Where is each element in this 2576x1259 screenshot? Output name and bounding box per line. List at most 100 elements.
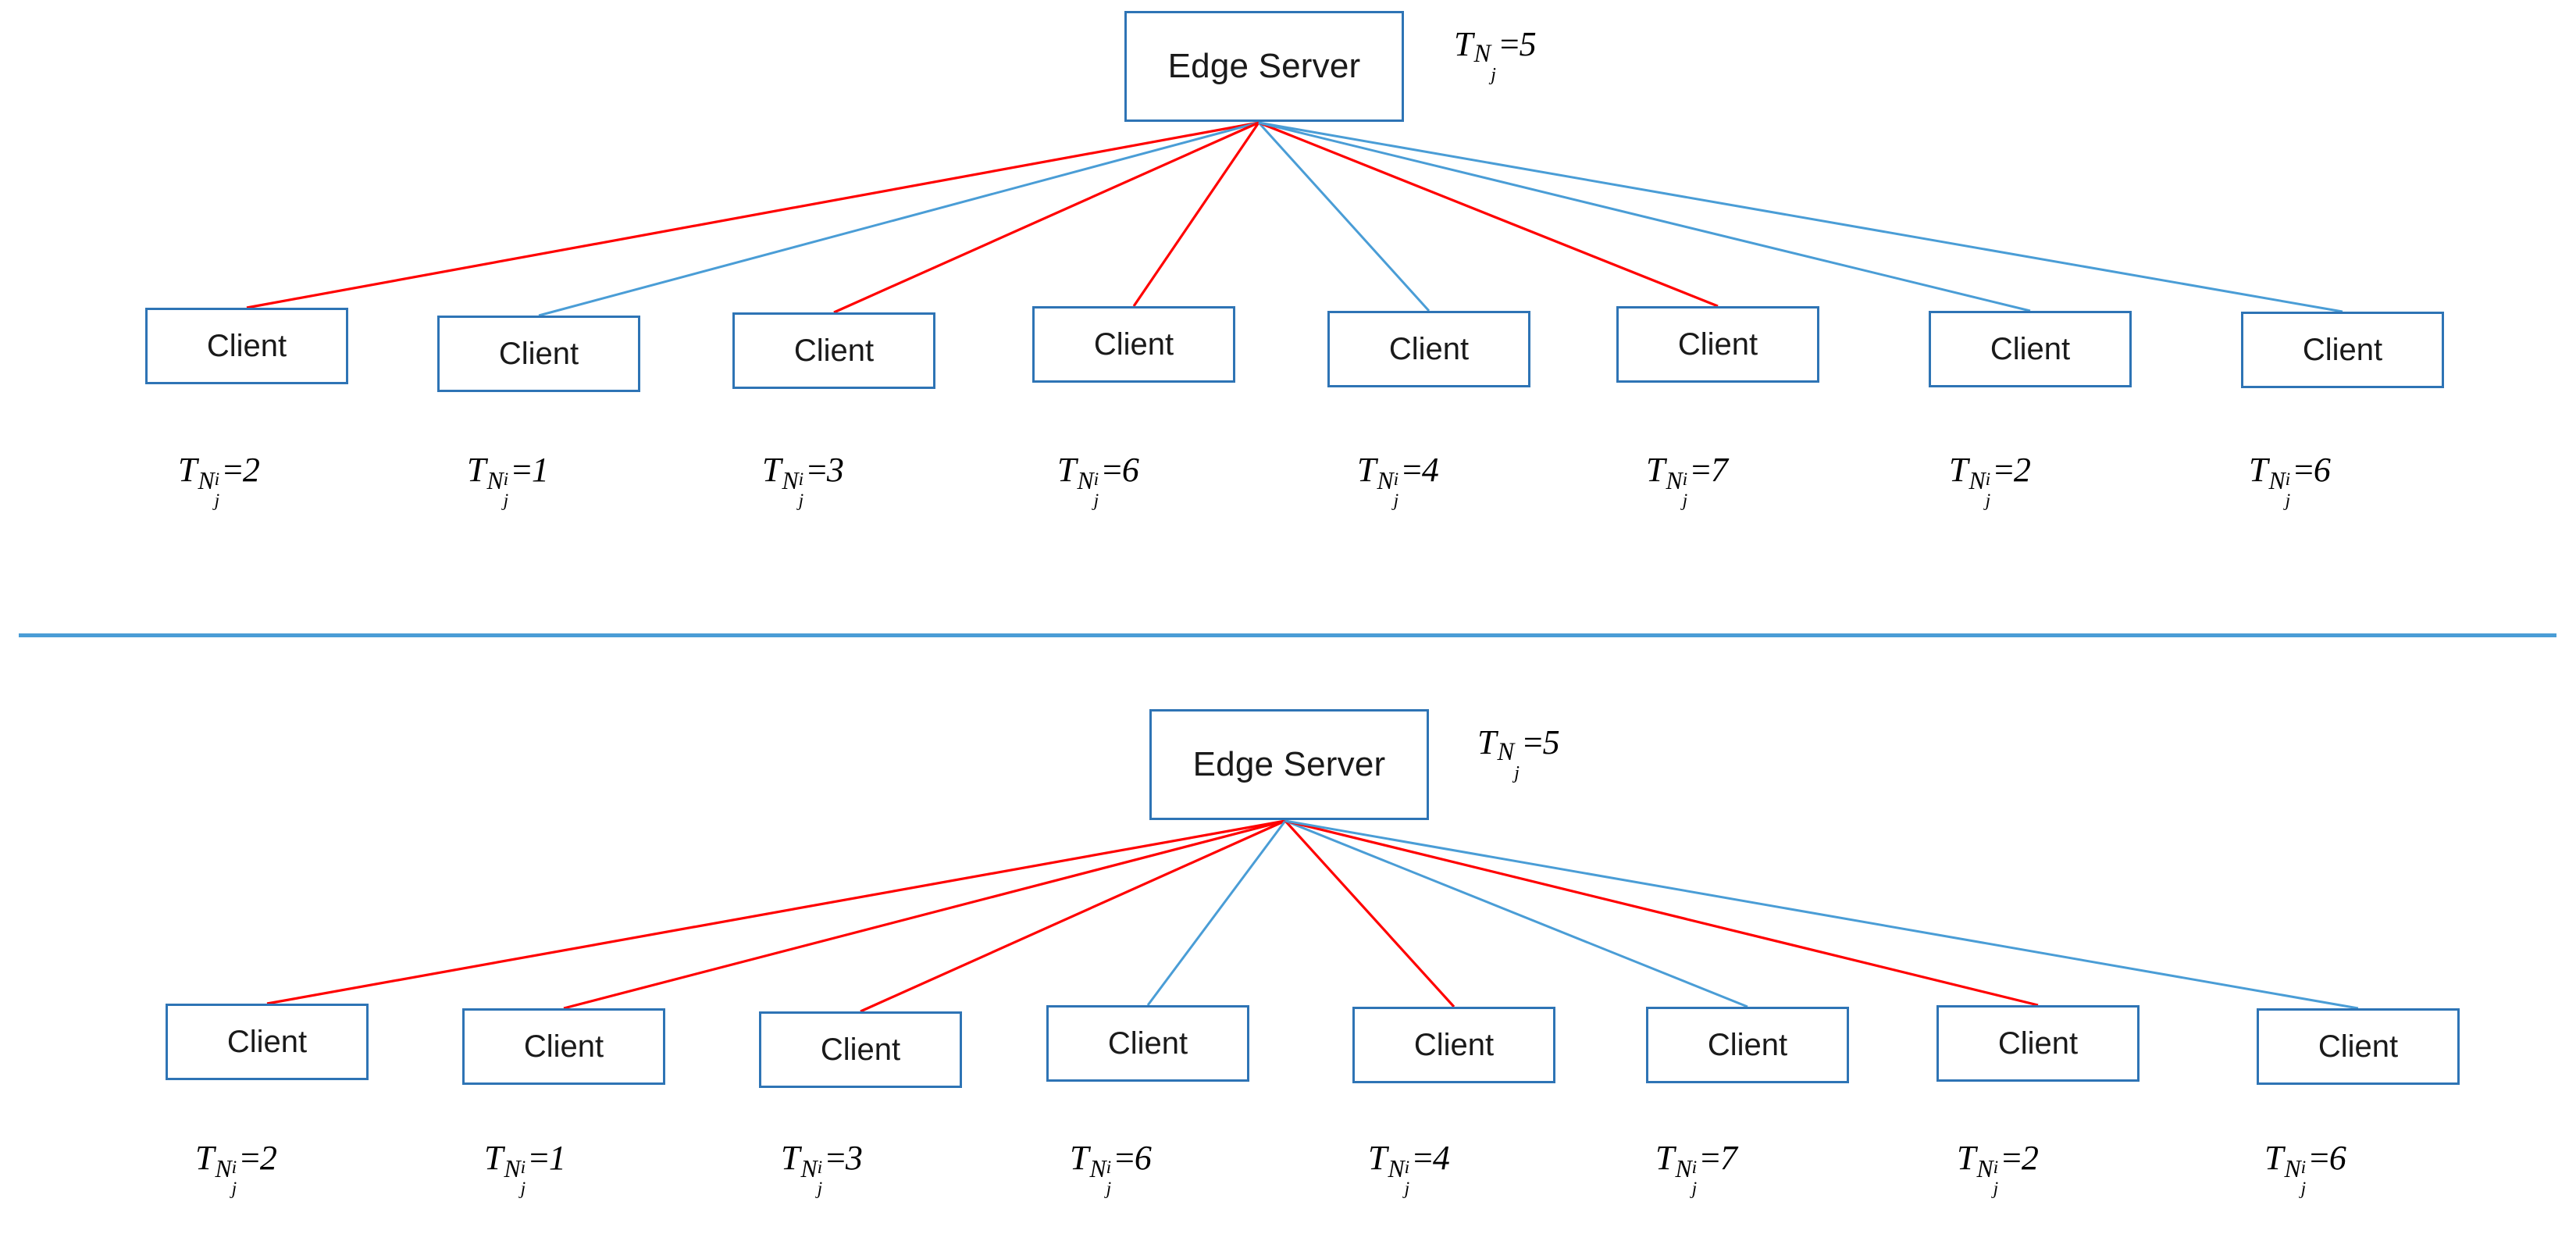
t-base: T [2249,451,2268,489]
client-box[interactable]: Client [1616,306,1819,383]
t-sub-n: N [782,466,799,494]
connection-line-red [1132,122,1260,307]
t-equals: = [2001,1139,2022,1177]
t-sub-n: N [198,466,215,494]
t-sub-n: N [1377,466,1394,494]
t-sub-j: j [2285,490,2291,511]
client-box[interactable]: Client [1646,1007,1849,1083]
client-box[interactable]: Client [1046,1005,1249,1082]
connection-line-blue [1284,819,1748,1008]
t-sup-i: i [1404,1157,1410,1179]
connection-line-blue [1284,819,2359,1010]
connection-line-blue [1258,121,2031,312]
t-equals: = [1413,1139,1433,1177]
t-equals: = [1114,1139,1135,1177]
t-sub-j: j [520,1178,526,1199]
t-value: 1 [548,1139,566,1177]
client-label: Client [2318,1029,2399,1064]
client-label: Client [1107,1025,1188,1061]
t-sup-i: i [214,469,220,490]
client-label: Client [1093,326,1174,362]
t-value: 6 [2328,1139,2346,1177]
client-box[interactable]: Client [1929,311,2132,387]
t-value: 7 [1710,451,1728,489]
client-box[interactable]: Client [1936,1005,2140,1082]
client-box[interactable]: Client [1032,306,1235,383]
t-sub-j: j [214,490,220,511]
t-value: 3 [845,1139,863,1177]
t-sup-i: i [817,1157,823,1179]
t-sub-j: j [1514,762,1520,783]
t-sup-i: i [2300,1157,2307,1179]
t-sup-i: i [503,469,509,490]
client-box[interactable]: Client [145,308,348,384]
t-base: T [1646,451,1666,489]
t-sub-j: j [503,490,509,511]
t-sup-i: i [1993,1157,1999,1179]
t-value: 6 [2313,451,2331,489]
t-sub-j: j [1393,490,1399,511]
client-box[interactable]: Client [2241,312,2444,388]
client-box[interactable]: Client [462,1008,665,1085]
client-box[interactable]: Client [759,1011,962,1088]
t-value: 2 [2021,1139,2039,1177]
t-sup-i: i [798,469,804,490]
t-sub-j: j [1682,490,1688,511]
t-equals: = [529,1139,549,1177]
t-value: 5 [1542,723,1560,761]
client-label: Client [793,333,875,368]
client-box[interactable]: Client [166,1004,369,1080]
client-box[interactable]: Client [1327,311,1530,387]
t-equals: = [1523,723,1543,761]
t-value: 4 [1421,451,1439,489]
edge-server-box[interactable]: Edge Server [1124,11,1404,122]
edge-server-label: Edge Server [1167,47,1361,85]
client-label: Client [498,336,579,371]
client-box[interactable]: Client [1352,1007,1555,1083]
connection-line-red [266,819,1286,1005]
t-equals: = [1499,25,1520,63]
t-equals: = [1691,451,1711,489]
t-sub-j: j [1093,490,1099,511]
t-sup-i: i [520,1157,526,1179]
connection-line-red [563,819,1286,1010]
t-sub-n: N [486,466,504,494]
client-box[interactable]: Client [732,312,935,389]
client-label: Client [2302,332,2383,367]
client-box[interactable]: Client [2257,1008,2460,1085]
edge-server-box[interactable]: Edge Server [1149,709,1429,820]
t-equals: = [1700,1139,1720,1177]
client-label: Client [1677,326,1758,362]
t-sub-j: j [2300,1178,2307,1199]
t-base: T [1957,1139,1976,1177]
t-equals: = [240,1139,260,1177]
client-label: Client [1997,1025,2079,1061]
t-value: 7 [1719,1139,1737,1177]
t-value: 2 [259,1139,277,1177]
client-box[interactable]: Client [437,316,640,392]
t-sup-i: i [1682,469,1688,490]
t-base: T [1357,451,1377,489]
t-base: T [1655,1139,1675,1177]
t-sub-n: N [1497,738,1515,767]
t-sub-j: j [1491,64,1496,85]
t-base: T [1070,1139,1089,1177]
connection-line-blue [1258,121,2343,313]
t-sub-j: j [1993,1178,1999,1199]
t-base: T [1949,451,1969,489]
